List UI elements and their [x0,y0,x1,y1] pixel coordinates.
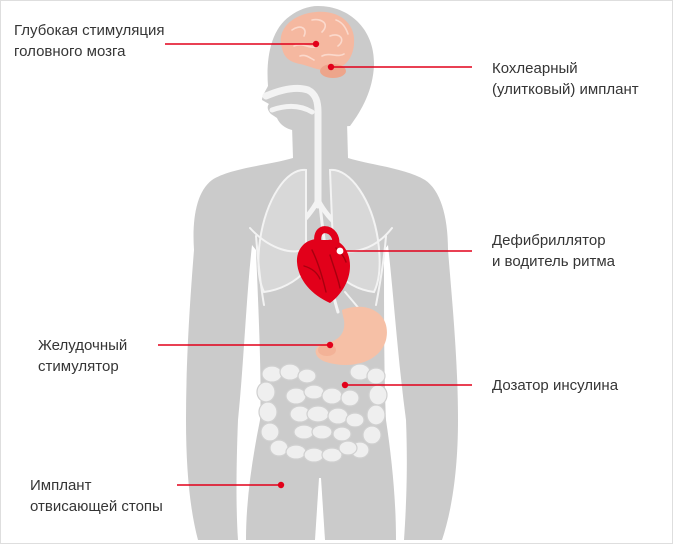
callout-dot [327,63,335,71]
callout-defibrillator-pacemaker [336,247,472,255]
callout-dot [326,341,334,349]
callout-dot [312,40,320,48]
callout-dot [336,247,344,255]
label-line: Дефибриллятор [492,232,606,249]
heart-shape [296,239,350,303]
callout-foot-drop-implant [177,481,285,489]
label-line: Кохлеарный [492,60,578,77]
left-arm-gap [236,245,261,540]
label-defibrillator-pacemaker: Дефибриллятор и водитель ритма [492,232,616,270]
intestines [256,363,388,463]
label-gastric-stimulator: Желудочный стимулятор [38,337,131,375]
label-line: Дозатор инсулина [492,377,619,394]
callout-insulin-pump [341,381,472,389]
callout-cochlear-implant [327,63,472,71]
callout-deep-brain-stimulation [165,40,320,48]
label-insulin-pump: Дозатор инсулина [492,377,619,394]
label-cochlear-implant: Кохлеарный (улитковый) имплант [492,60,639,98]
label-line: стимулятор [38,358,119,375]
callout-dot [341,381,349,389]
label-line: Глубокая стимуляция [14,22,165,39]
label-line: Имплант [30,477,92,494]
callout-gastric-stimulator [158,341,334,349]
right-arm-gap [384,245,407,540]
torso-and-arms [186,122,458,540]
heart-vessels [303,247,347,293]
heart [296,226,350,303]
label-deep-brain-stimulation: Глубокая стимуляция головного мозга [14,22,169,60]
label-line: головного мозга [14,43,126,60]
label-line: (улитковый) имплант [492,81,639,98]
label-foot-drop-implant: Имплант отвисающей стопы [30,477,163,515]
brain-gyri [291,18,349,61]
brain [280,11,355,78]
label-line: и водитель ритма [492,253,616,270]
label-line: отвисающей стопы [30,498,163,515]
label-line: Желудочный [38,337,127,354]
leg-gap [315,478,325,540]
callout-dot [277,481,285,489]
